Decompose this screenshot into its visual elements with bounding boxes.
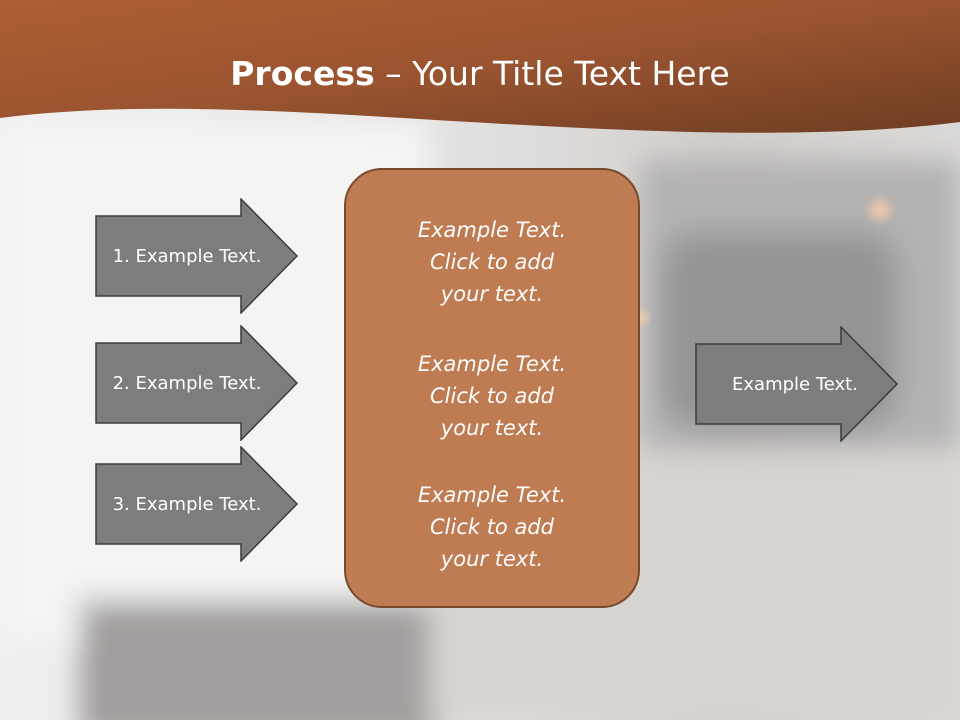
arrow-label: 2. Example Text. — [112, 372, 262, 394]
item-line: Click to add — [429, 250, 554, 274]
arrow-label: Example Text. — [732, 373, 858, 395]
arrow-shape-icon — [95, 446, 299, 562]
title-bold: Process — [230, 54, 375, 93]
center-text-box[interactable]: Example Text. Click to add your text. Ex… — [344, 168, 640, 608]
item-line: Example Text. — [417, 483, 567, 507]
process-arrow-1[interactable]: 1. Example Text. — [95, 198, 299, 314]
result-arrow[interactable]: Example Text. — [695, 326, 899, 442]
process-arrow-2[interactable]: 2. Example Text. — [95, 325, 299, 441]
slide-title[interactable]: Process – Your Title Text Here — [0, 54, 960, 93]
item-line: Example Text. — [417, 218, 567, 242]
arrow-label: 3. Example Text. — [112, 493, 262, 515]
center-item-3[interactable]: Example Text. Click to add your text. — [346, 479, 638, 575]
item-line: your text. — [440, 282, 544, 306]
title-rest: – Your Title Text Here — [374, 54, 730, 93]
arrow-shape-icon — [695, 326, 899, 442]
item-line: your text. — [440, 547, 544, 571]
item-line: Example Text. — [417, 352, 567, 376]
process-arrow-3[interactable]: 3. Example Text. — [95, 446, 299, 562]
arrow-label: 1. Example Text. — [112, 245, 262, 267]
center-item-2[interactable]: Example Text. Click to add your text. — [346, 348, 638, 444]
header-band — [0, 0, 960, 133]
center-item-1[interactable]: Example Text. Click to add your text. — [346, 214, 638, 310]
item-line: your text. — [440, 416, 544, 440]
item-line: Click to add — [429, 384, 554, 408]
arrow-shape-icon — [95, 325, 299, 441]
arrow-shape-icon — [95, 198, 299, 314]
item-line: Click to add — [429, 515, 554, 539]
